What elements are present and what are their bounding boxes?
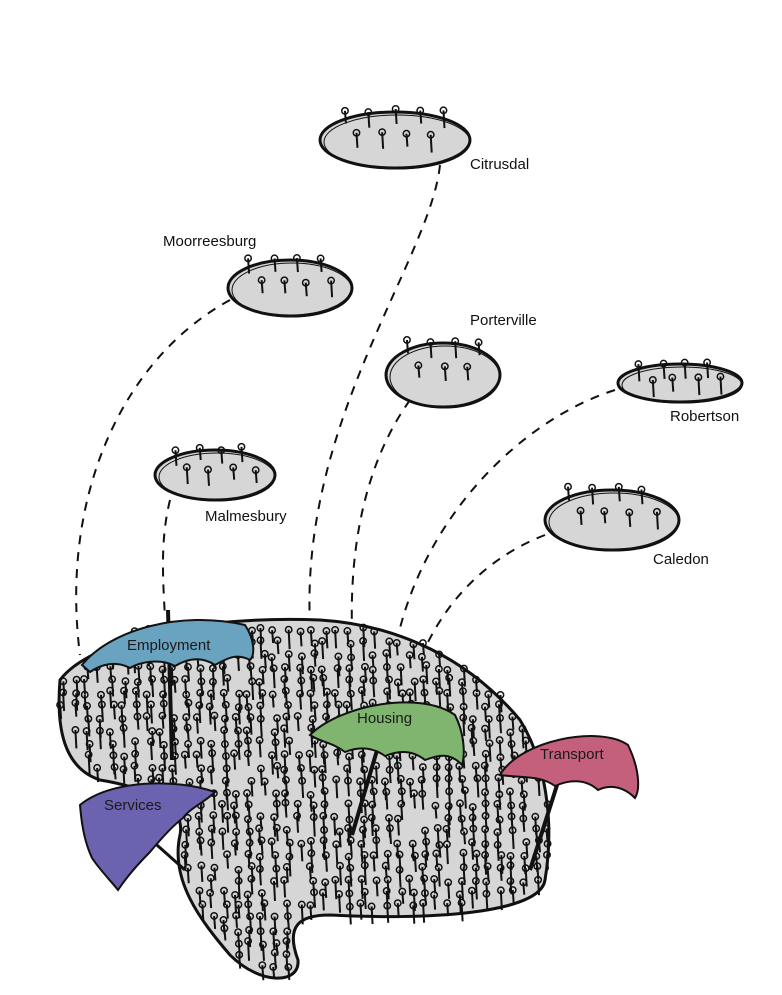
town-porterville: [386, 337, 500, 408]
town-label-porterville: Porterville: [470, 312, 537, 329]
connector-malmesbury: [163, 500, 170, 618]
town-robertson: [618, 359, 742, 403]
town-label-malmesbury: Malmesbury: [205, 508, 287, 525]
connector-porterville: [352, 400, 410, 630]
town-caledon: [545, 484, 679, 551]
town-citrusdal: [320, 106, 470, 169]
connector-caledon: [420, 535, 545, 660]
town-label-citrusdal: Citrusdal: [470, 156, 529, 173]
town-label-moorreesburg: Moorreesburg: [163, 233, 256, 250]
umbrella-label-services: Services: [104, 797, 162, 814]
town-label-caledon: Caledon: [653, 551, 709, 568]
umbrella-label-employment: Employment: [127, 637, 210, 654]
town-label-robertson: Robertson: [670, 408, 739, 425]
umbrella-label-housing: Housing: [357, 710, 412, 727]
umbrella-label-transport: Transport: [540, 746, 604, 763]
connectors: [76, 165, 615, 660]
town-moorreesburg: [228, 255, 352, 317]
towns-group: [155, 106, 742, 551]
town-malmesbury: [155, 444, 275, 501]
